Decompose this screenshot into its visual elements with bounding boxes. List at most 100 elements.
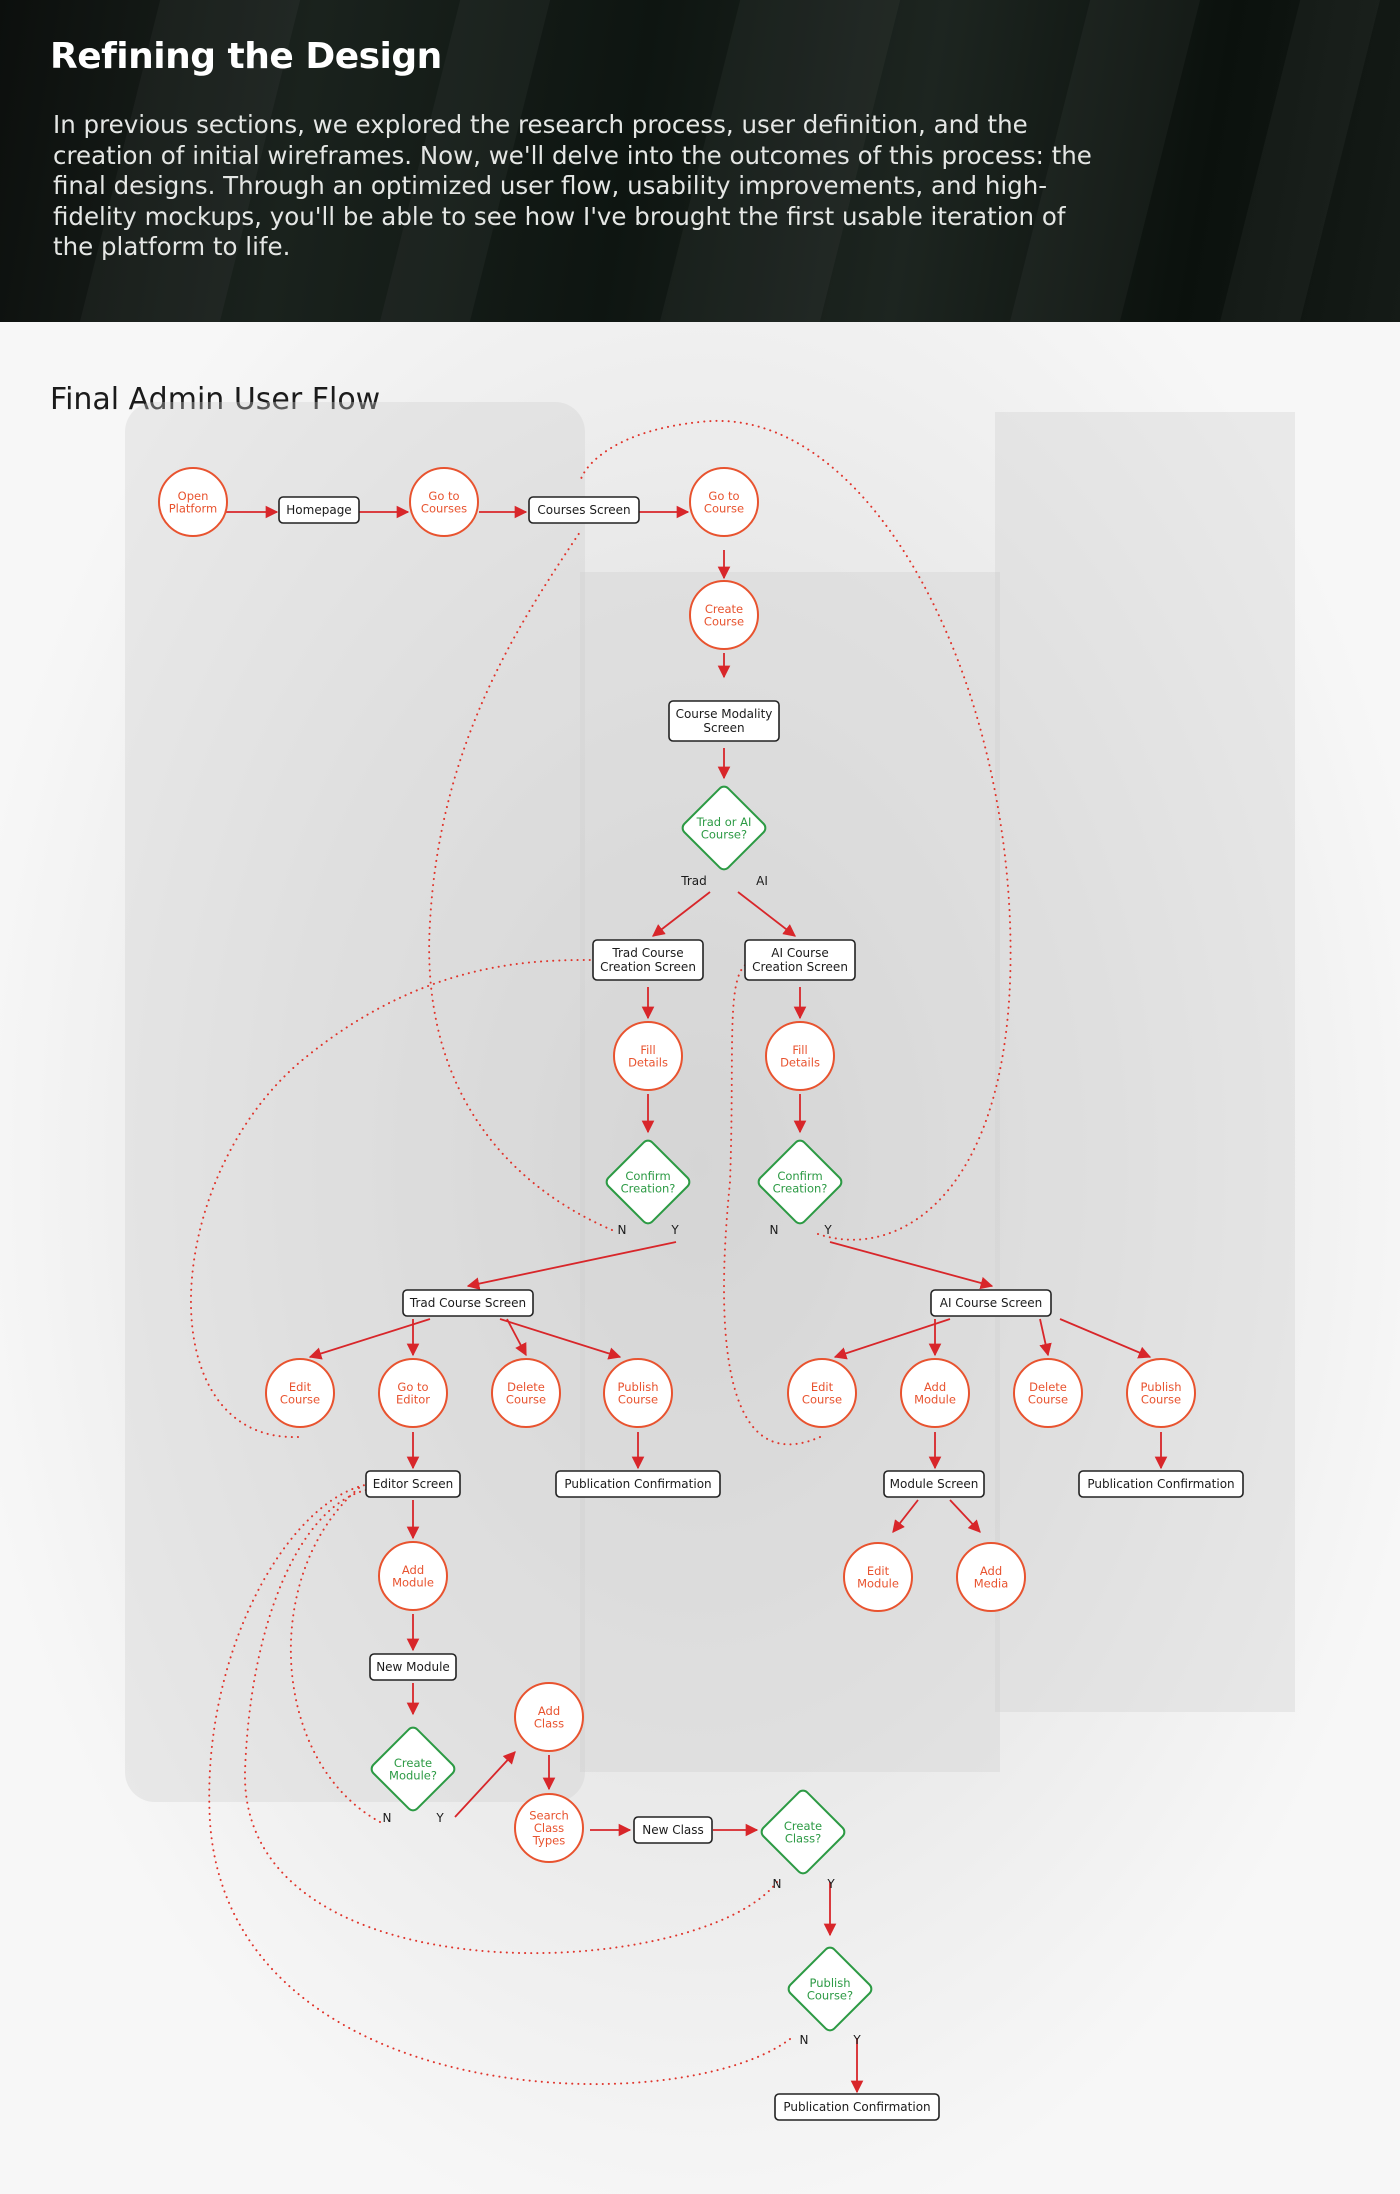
action-circle [378, 1541, 448, 1611]
decision-diamond [370, 1726, 456, 1812]
action-circle [689, 467, 759, 537]
branch-label-no: N [770, 1223, 779, 1237]
flow-arrow [308, 1318, 431, 1360]
screen-box [883, 1470, 985, 1498]
screen-node-publication-confirmation-ai: Publication Confirmation [1078, 1470, 1244, 1498]
screen-box [555, 1470, 721, 1498]
screen-box [365, 1470, 461, 1498]
return-flow-path [289, 1486, 381, 1823]
branch-label-yes: Y [670, 1223, 679, 1237]
branch-label-trad: Trad [680, 874, 706, 888]
action-circle [1013, 1358, 1083, 1428]
hero-banner: Refining the Design In previous sections… [0, 0, 1400, 322]
decision-diamond [681, 785, 767, 871]
flow-arrow [506, 1318, 527, 1357]
screen-node-homepage: Homepage [278, 496, 360, 524]
action-circle [843, 1542, 913, 1612]
decision-diamond [787, 1946, 873, 2032]
action-circle [265, 1358, 335, 1428]
decision-diamond [605, 1139, 691, 1225]
screen-box [668, 700, 780, 742]
decision-diamond [760, 1789, 846, 1875]
flow-arrow [829, 1241, 994, 1290]
section-title: Final Admin User Flow [50, 382, 381, 417]
node-label: Courses Screen [537, 503, 630, 517]
screen-box [278, 496, 360, 524]
action-circle [1126, 1358, 1196, 1428]
node-label: Trad Course Screen [409, 1296, 526, 1310]
screen-box [369, 1653, 457, 1681]
branch-label-yes: Y [852, 2033, 861, 2047]
return-flow-path [208, 1483, 791, 2086]
screen-box [402, 1289, 534, 1317]
node-label: AI Course Screen [940, 1296, 1043, 1310]
screen-node-publication-confirmation-final: Publication Confirmation [774, 2093, 940, 2121]
action-circle [613, 1021, 683, 1091]
flow-arrow [1039, 1318, 1052, 1357]
screen-node-module-screen: Module Screen [883, 1470, 985, 1498]
flow-arrow [652, 891, 711, 937]
node-label: Publication Confirmation [783, 2100, 930, 2114]
node-label: Publication Confirmation [1087, 1477, 1234, 1491]
flow-arrow [1059, 1318, 1152, 1359]
branch-label-ai: AI [756, 874, 768, 888]
branch-label-no: N [383, 1811, 392, 1825]
flow-connectors [189, 419, 1168, 2094]
screen-box [930, 1289, 1052, 1317]
action-circle [514, 1682, 584, 1752]
intro-paragraph: In previous sections, we explored the re… [53, 110, 1092, 261]
branch-label-yes: Y [435, 1811, 444, 1825]
return-flow-path [243, 1489, 778, 1954]
action-circle [409, 467, 479, 537]
node-label: Publication Confirmation [564, 1477, 711, 1491]
screen-node-editor-screen: Editor Screen [365, 1470, 461, 1498]
flow-arrow [466, 1241, 677, 1290]
screen-node-publication-confirmation-trad: Publication Confirmation [555, 1470, 721, 1498]
screen-box [744, 939, 856, 981]
flow-arrow [949, 1499, 981, 1533]
screen-node-new-module: New Module [369, 1653, 457, 1681]
branch-label-yes: Y [823, 1223, 832, 1237]
branch-label-yes: Y [826, 1877, 835, 1891]
node-label: Editor Screen [373, 1477, 454, 1491]
action-circle [158, 467, 228, 537]
screen-box [774, 2093, 940, 2121]
screen-node-courses-screen: Courses Screen [528, 496, 640, 524]
branch-label-no: N [800, 2033, 809, 2047]
